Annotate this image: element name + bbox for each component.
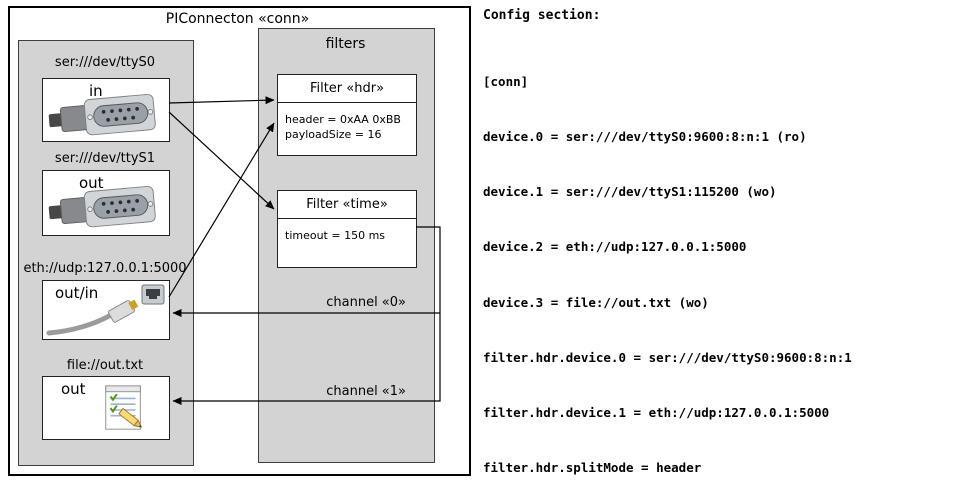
ethernet-cable-icon <box>45 283 167 337</box>
config-line: device.1 = ser:///dev/ttyS1:115200 (wo) <box>483 184 777 200</box>
device-port-label: out <box>79 174 104 192</box>
device-box-ser-ttys0: in <box>42 78 170 142</box>
filter-hdr-params: header = 0xAA 0xBB payloadSize = 16 <box>278 103 416 142</box>
filter-hdr-box: Filter «hdr» header = 0xAA 0xBB payloadS… <box>277 74 417 156</box>
device-label-ser-ttys0: ser:///dev/ttyS0 <box>54 55 156 70</box>
filter-time-params: timeout = 150 ms <box>278 219 416 243</box>
diagram-title: PIConnecton «conn» <box>165 11 310 27</box>
filter-param: header = 0xAA 0xBB <box>285 113 401 126</box>
device-port-label: out <box>61 380 86 398</box>
device-label-eth-udp: eth://udp:127.0.0.1:5000 <box>23 261 187 276</box>
config-line: filter.hdr.splitMode = header <box>483 460 702 476</box>
channel-0-label: channel «0» <box>326 295 406 310</box>
config-section: Config section: [conn] device.0 = ser://… <box>483 8 859 484</box>
device-port-label: in <box>89 82 103 100</box>
config-line: device.3 = file://out.txt (wo) <box>483 294 709 310</box>
filter-time-box: Filter «time» timeout = 150 ms <box>277 190 417 268</box>
device-box-eth-udp: out/in <box>42 280 170 340</box>
channel-1-label: channel «1» <box>326 384 406 399</box>
config-lines: [conn] device.0 = ser:///dev/ttyS0:9600:… <box>483 36 859 484</box>
filter-param: timeout = 150 ms <box>285 229 386 242</box>
filter-time-title: Filter «time» <box>278 191 416 219</box>
device-label-ser-ttys1: ser:///dev/ttyS1 <box>54 151 156 166</box>
config-line: device.0 = ser:///dev/ttyS0:9600:8:n:1 (… <box>483 129 807 145</box>
notes-pencil-icon <box>99 384 149 434</box>
db9-serial-icon <box>46 180 162 236</box>
filter-param: payloadSize = 16 <box>285 128 382 141</box>
db9-serial-icon <box>46 88 162 144</box>
device-box-file-out: out <box>42 376 170 440</box>
config-line: device.2 = eth://udp:127.0.0.1:5000 <box>483 239 747 255</box>
filters-panel-title: filters <box>325 36 366 52</box>
config-line: filter.hdr.device.1 = eth://udp:127.0.0.… <box>483 405 830 421</box>
config-line: [conn] <box>483 73 529 89</box>
config-line: filter.hdr.device.0 = ser:///dev/ttyS0:9… <box>483 349 852 365</box>
filter-hdr-title: Filter «hdr» <box>278 75 416 103</box>
config-heading: Config section: <box>483 8 601 23</box>
device-box-ser-ttys1: out <box>42 170 170 236</box>
device-label-file-out: file://out.txt <box>66 358 144 373</box>
device-port-label: out/in <box>55 284 99 302</box>
